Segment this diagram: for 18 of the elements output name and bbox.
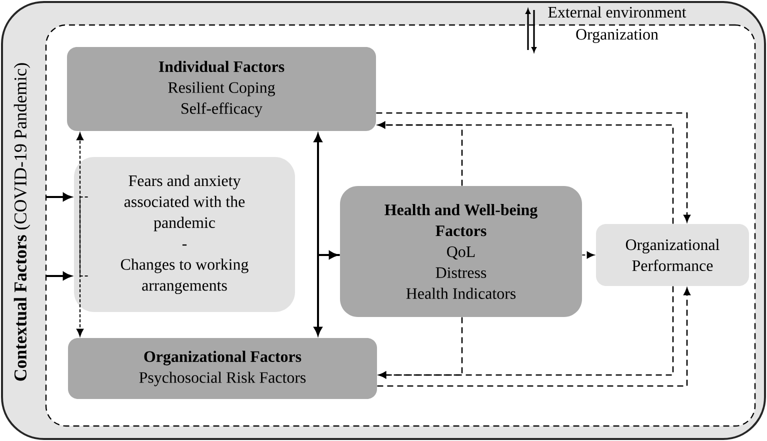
vertical-heading: Contextual Factors (COVID-19 Pandemic) (14, 63, 30, 381)
text-box: Organizational Performance (596, 224, 749, 286)
text-box: Fears and anxiety associated with the pandemic - Changes to working arrangements (74, 157, 295, 312)
arrow (317, 142, 341, 327)
arrow (46, 192, 72, 202)
dashed-arrow (377, 288, 690, 387)
factor-box: Individual Factors Resilient Coping Self-efficacy (67, 47, 376, 131)
factor-box: Health and Well-being Factors QoL Distress Health Indicators (340, 186, 582, 317)
dashed-arrow (378, 122, 463, 186)
dashed-arrow (76, 196, 88, 336)
dashed-arrow (378, 286, 674, 378)
double-headed-arrow (314, 134, 322, 336)
dashed-arrow (76, 132, 88, 277)
dashed-arrow (582, 251, 594, 258)
region-label: Organization (576, 29, 658, 43)
arrow (46, 272, 72, 280)
factor-box: Organizational Factors Psychosocial Risk Factors (68, 338, 377, 399)
region-label: External environment (548, 6, 686, 18)
